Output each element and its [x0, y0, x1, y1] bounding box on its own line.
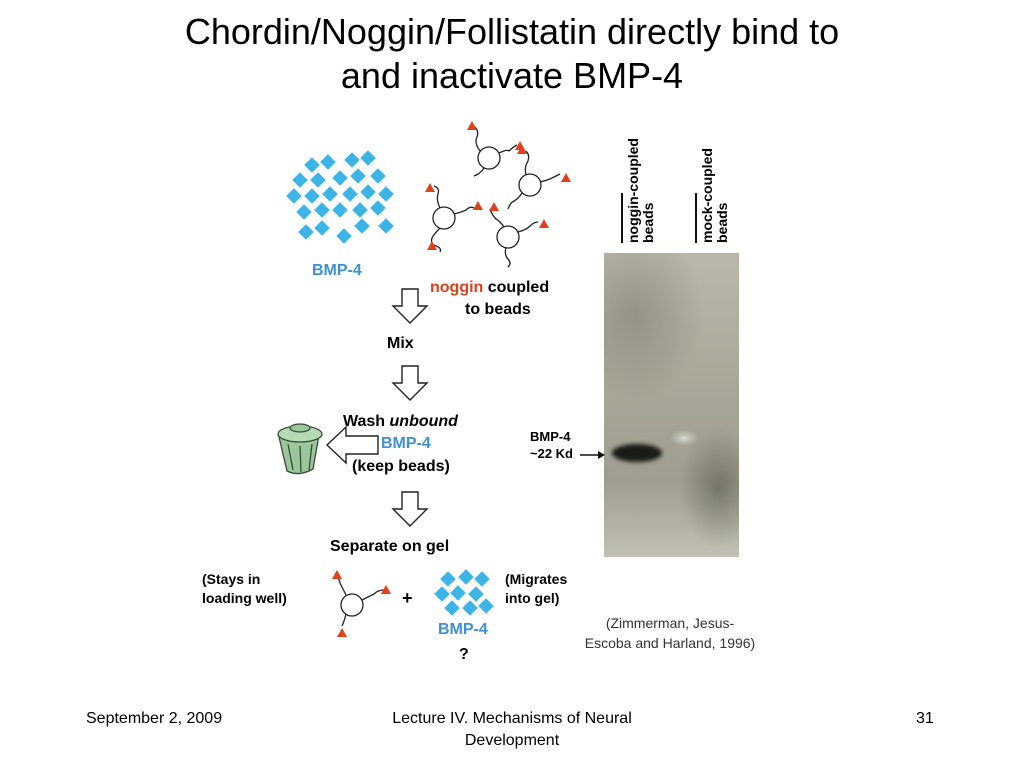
band-label-line-2: ~22 Kd: [530, 446, 573, 461]
bmp4-molecule-cluster-bottom: [434, 569, 494, 616]
keep-beads-label: (keep beads): [352, 458, 450, 475]
migrates-line-2: into gel): [505, 590, 560, 606]
bmp4-bottom-label: BMP-4: [438, 621, 488, 638]
question-mark: ?: [459, 646, 469, 663]
title-line-1: Chordin/Noggin/Follistatin directly bind…: [184, 11, 840, 52]
trash-can-icon: [277, 423, 323, 475]
coupled-word: coupled: [483, 279, 550, 296]
bmp4-label: BMP-4: [312, 262, 362, 279]
migrates-line-1: (Migrates: [505, 571, 568, 587]
stays-line-1: (Stays in: [202, 571, 261, 587]
wash-unbound: unbound: [389, 413, 458, 430]
band-label-line-1: BMP-4: [530, 429, 571, 444]
noggin-bead-bottom: [337, 574, 385, 627]
lane2-marker: [695, 193, 697, 243]
band-arrow-icon: [580, 451, 605, 459]
footer-page-number: 31: [916, 710, 934, 727]
noggin-bead-cluster: [430, 126, 561, 268]
lane2-line-1: mock-coupled: [699, 148, 715, 243]
noggin-coupled-label: noggin coupled: [430, 278, 549, 298]
to-beads-label: to beads: [465, 301, 531, 318]
citation: (Zimmerman, Jesus- Escoba and Harland, 1…: [572, 613, 768, 653]
footer-lecture-line-2: Development: [464, 732, 560, 749]
lane1-line-1: noggin-coupled: [625, 138, 641, 243]
separate-on-gel-label: Separate on gel: [330, 538, 450, 555]
stays-line-2: loading well): [202, 590, 287, 606]
lane2-label: mock-coupled beads: [699, 148, 730, 243]
mix-label: Mix: [387, 335, 414, 352]
wash-prefix: Wash: [343, 413, 390, 430]
noggin-triangles-top: [425, 121, 571, 250]
citation-line-1: (Zimmerman, Jesus-: [605, 615, 735, 631]
lane2-line-2: beads: [714, 202, 730, 243]
slide-title: Chordin/Noggin/Follistatin directly bind…: [0, 10, 1024, 98]
lane1-line-2: beads: [640, 202, 656, 243]
plus-sign: +: [402, 588, 413, 608]
footer-date: September 2, 2009: [86, 710, 223, 727]
bmp4-band: [612, 444, 662, 462]
hollow-down-arrow-icon: [391, 288, 429, 527]
wash-label: Wash unbound: [343, 412, 458, 432]
hollow-left-arrow-icon: [325, 425, 379, 465]
citation-line-2: Escoba and Harland, 1996): [584, 635, 756, 651]
footer-lecture: Lecture IV. Mechanisms of Neural Develop…: [342, 708, 682, 752]
western-blot-gel: [604, 253, 739, 557]
noggin-word: noggin: [430, 279, 484, 296]
band-size-label: BMP-4 ~22 Kd: [530, 428, 573, 462]
wash-bmp4-label: BMP-4: [381, 435, 431, 452]
title-line-2: and inactivate BMP-4: [340, 55, 684, 96]
migrates-note: (Migrates into gel): [505, 570, 567, 608]
stays-in-well-note: (Stays in loading well): [202, 570, 287, 608]
lane1-marker: [621, 193, 623, 243]
lane1-label: noggin-coupled beads: [625, 138, 656, 243]
footer-lecture-line-1: Lecture IV. Mechanisms of Neural: [392, 710, 632, 727]
bmp4-molecule-cluster: [286, 150, 394, 244]
